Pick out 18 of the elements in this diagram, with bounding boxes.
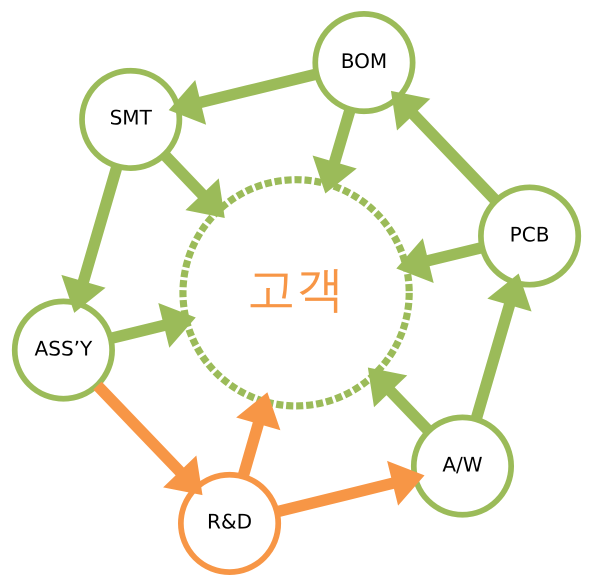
arrow [160, 150, 224, 218]
arrow [236, 392, 280, 478]
arrow [470, 273, 532, 421]
arrow [109, 303, 196, 348]
node-circle: SMT [78, 68, 182, 171]
node-circle: BOM [312, 11, 415, 114]
arrow [275, 460, 424, 518]
arrow [390, 90, 500, 204]
arrow [312, 108, 356, 194]
arrow [396, 238, 483, 284]
node-circle: ASS’Y [11, 298, 114, 402]
arrow [60, 165, 122, 313]
node-circle: R&D [178, 472, 281, 575]
node-circle: A/W [410, 414, 514, 518]
arrow [367, 368, 432, 435]
arrow [92, 382, 202, 496]
node-circle: PCB [478, 184, 581, 288]
arrow [168, 68, 318, 125]
